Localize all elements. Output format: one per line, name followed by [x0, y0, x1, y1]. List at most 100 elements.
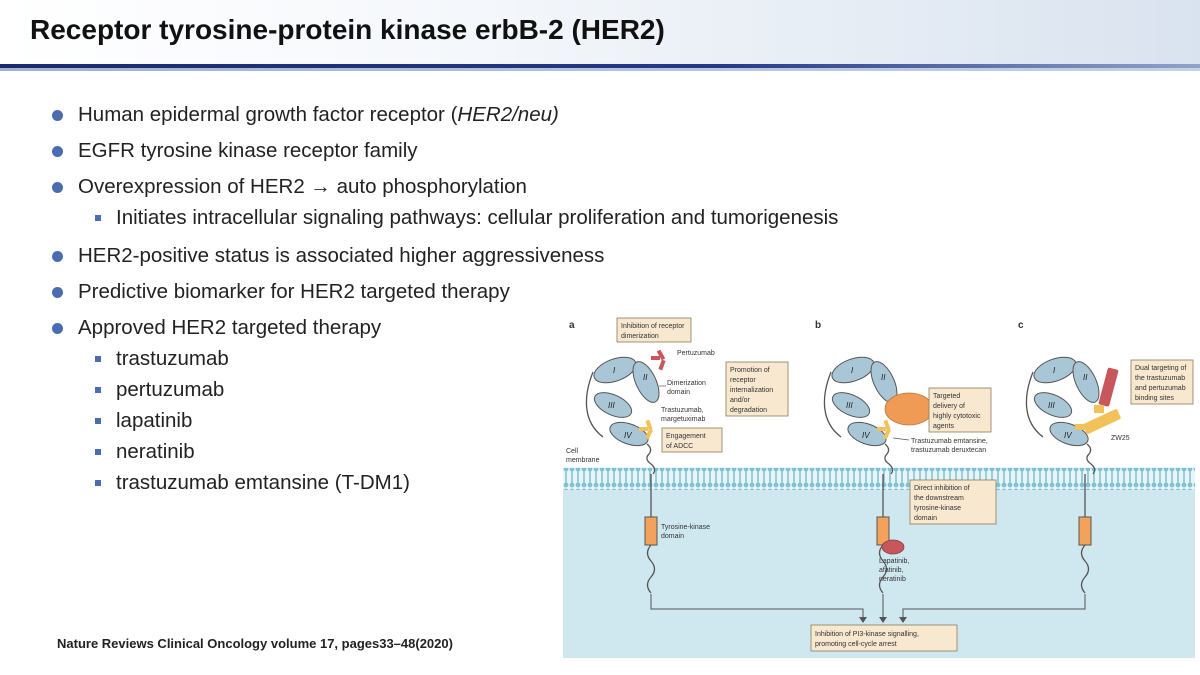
cell-membrane-label-1: Cell — [566, 448, 579, 455]
cytotoxic-payload-icon — [884, 392, 934, 426]
pertuzumab-icon — [651, 349, 666, 371]
bullet-item: Predictive biomarker for HER2 targeted t… — [50, 277, 950, 313]
domain-iii — [593, 392, 633, 418]
sub-bullet-square — [95, 480, 101, 486]
signaling-arrows — [650, 594, 1086, 618]
sub-bullet-square — [95, 449, 101, 455]
sub-bullet-text: lapatinib — [116, 409, 193, 432]
sub-bullet-item: Initiates intracellular signaling pathwa… — [50, 204, 950, 235]
inhibition-dimerization-label-2: dimerization — [621, 333, 659, 340]
domain-ii-label: II — [1083, 373, 1088, 382]
tk-domain-label-2: domain — [661, 533, 684, 540]
promotion-label-3: internalization — [730, 387, 773, 394]
tki-label-2: afatinib, — [879, 567, 904, 574]
tki-label-1: Lapatinib, — [879, 558, 909, 565]
domain-iii — [1033, 392, 1073, 418]
dimerization-domain-label-2: domain — [667, 389, 690, 396]
panel-label-c: c — [1018, 320, 1024, 331]
cell-membrane-label-2: membrane — [566, 457, 600, 464]
direct-inhibition-label-2: the downstream — [914, 495, 964, 502]
direct-inhibition-box — [909, 479, 997, 525]
targeted-delivery-label-2: delivery of — [933, 403, 965, 410]
targeted-delivery-box — [928, 387, 992, 433]
bullet-dot — [52, 146, 63, 157]
receptor-a: I II III IV — [585, 356, 660, 594]
bullet-item: Approved HER2 targeted therapy — [50, 313, 950, 349]
adc-label-1: Trastuzumab emtansine, — [911, 438, 988, 445]
citation: Nature Reviews Clinical Oncology volume … — [57, 636, 453, 651]
domain-iv — [847, 421, 887, 447]
domain-ii — [1072, 361, 1100, 403]
membrane-lipids — [563, 468, 1195, 490]
panel-label-a: a — [569, 320, 575, 331]
dual-targeting-box — [1130, 359, 1194, 405]
domain-i-label: I — [1053, 366, 1056, 375]
title-bar: Receptor tyrosine-protein kinase erbB-2 … — [0, 0, 1200, 66]
dual-targeting-label-1: Dual targeting of — [1135, 365, 1186, 372]
sub-bullet-item: pertuzumab — [50, 376, 950, 407]
trastuzumab-label-1: Trastuzumab, — [661, 407, 704, 414]
bullet-list: Human epidermal growth factor receptor (… — [50, 100, 950, 500]
her2-mechanism-figure: a b c I II III IV Inhibition of receptor… — [563, 312, 1195, 658]
bullet-dot — [52, 182, 63, 193]
adc-label-2: trastuzumab deruxtecan — [911, 447, 986, 454]
promotion-label-2: receptor — [730, 377, 756, 384]
pi3k-inhibition-label-2: promoting cell-cycle arrest — [815, 641, 897, 648]
slide-title: Receptor tyrosine-protein kinase erbB-2 … — [30, 14, 665, 45]
bullet-dot — [52, 323, 63, 334]
adcc-label-2: of ADCC — [666, 443, 693, 450]
sub-bullet-square — [95, 356, 101, 362]
inhibition-dimerization-label-1: Inhibition of receptor — [621, 323, 685, 330]
bullet-item: HER2-positive status is associated highe… — [50, 241, 950, 277]
targeted-delivery-label-1: Targeted — [933, 393, 960, 400]
panel-label-b: b — [815, 320, 821, 331]
sub-bullet-square — [95, 387, 101, 393]
promotion-box — [725, 361, 789, 417]
sub-bullet-item: trastuzumab — [50, 345, 950, 376]
bullet-text: Overexpression of HER2 → auto phosphoryl… — [78, 175, 527, 198]
sub-bullet-item: trastuzumab emtansine (T-DM1) — [50, 469, 950, 500]
domain-ii-label: II — [881, 373, 886, 382]
domain-iii-label: III — [846, 401, 853, 410]
adcc-box — [661, 427, 723, 453]
trastuzumab-icon — [639, 419, 653, 440]
domain-iii-label: III — [1048, 401, 1055, 410]
bullet-dot — [52, 110, 63, 121]
promotion-label-1: Promotion of — [730, 367, 770, 374]
dual-targeting-label-3: and pertuzumab — [1135, 385, 1186, 392]
pertuzumab-label: Pertuzumab — [677, 350, 715, 357]
trastuzumab-label-2: margetuximab — [661, 416, 705, 423]
domain-iii-label: III — [608, 401, 615, 410]
domain-iv-label: IV — [1064, 431, 1072, 440]
sub-bullet-square — [95, 215, 101, 221]
trastuzumab-emtansine-icon — [877, 419, 891, 440]
bullet-dot — [52, 251, 63, 262]
pi3k-inhibition-box — [810, 624, 958, 652]
domain-iv-label: IV — [862, 431, 870, 440]
domain-ii-label: II — [643, 373, 648, 382]
tyrosine-kinase-domain — [644, 516, 658, 546]
sub-bullet-text: trastuzumab — [116, 347, 229, 370]
dual-targeting-label-2: the trastuzumab — [1135, 375, 1185, 382]
sub-bullet-text: pertuzumab — [116, 378, 225, 401]
promotion-label-4: and/or — [730, 397, 751, 404]
tki-label-3: neratinib — [879, 576, 906, 583]
domain-iii — [831, 392, 871, 418]
direct-inhibition-label-1: Direct inhibition of — [914, 485, 970, 492]
targeted-delivery-label-4: agents — [933, 423, 955, 430]
receptor-c: I II III IV — [1025, 356, 1100, 594]
title-rule-light — [0, 68, 1200, 71]
domain-ii — [632, 361, 660, 403]
domain-i-label: I — [613, 366, 616, 375]
adcc-label-1: Engagement — [666, 433, 706, 440]
sub-bullet-item: lapatinib — [50, 407, 950, 438]
domain-i-label: I — [851, 366, 854, 375]
bullet-text: EGFR tyrosine kinase receptor family — [78, 139, 418, 162]
sub-bullet-text: trastuzumab emtansine (T-DM1) — [116, 471, 410, 494]
bullet-dot — [52, 287, 63, 298]
domain-iv-label: IV — [624, 431, 632, 440]
dual-targeting-label-4: binding sites — [1135, 395, 1174, 402]
bullet-text: Approved HER2 targeted therapy — [78, 316, 382, 339]
promotion-label-5: degradation — [730, 407, 767, 414]
tyrosine-kinase-domain — [1078, 516, 1092, 546]
